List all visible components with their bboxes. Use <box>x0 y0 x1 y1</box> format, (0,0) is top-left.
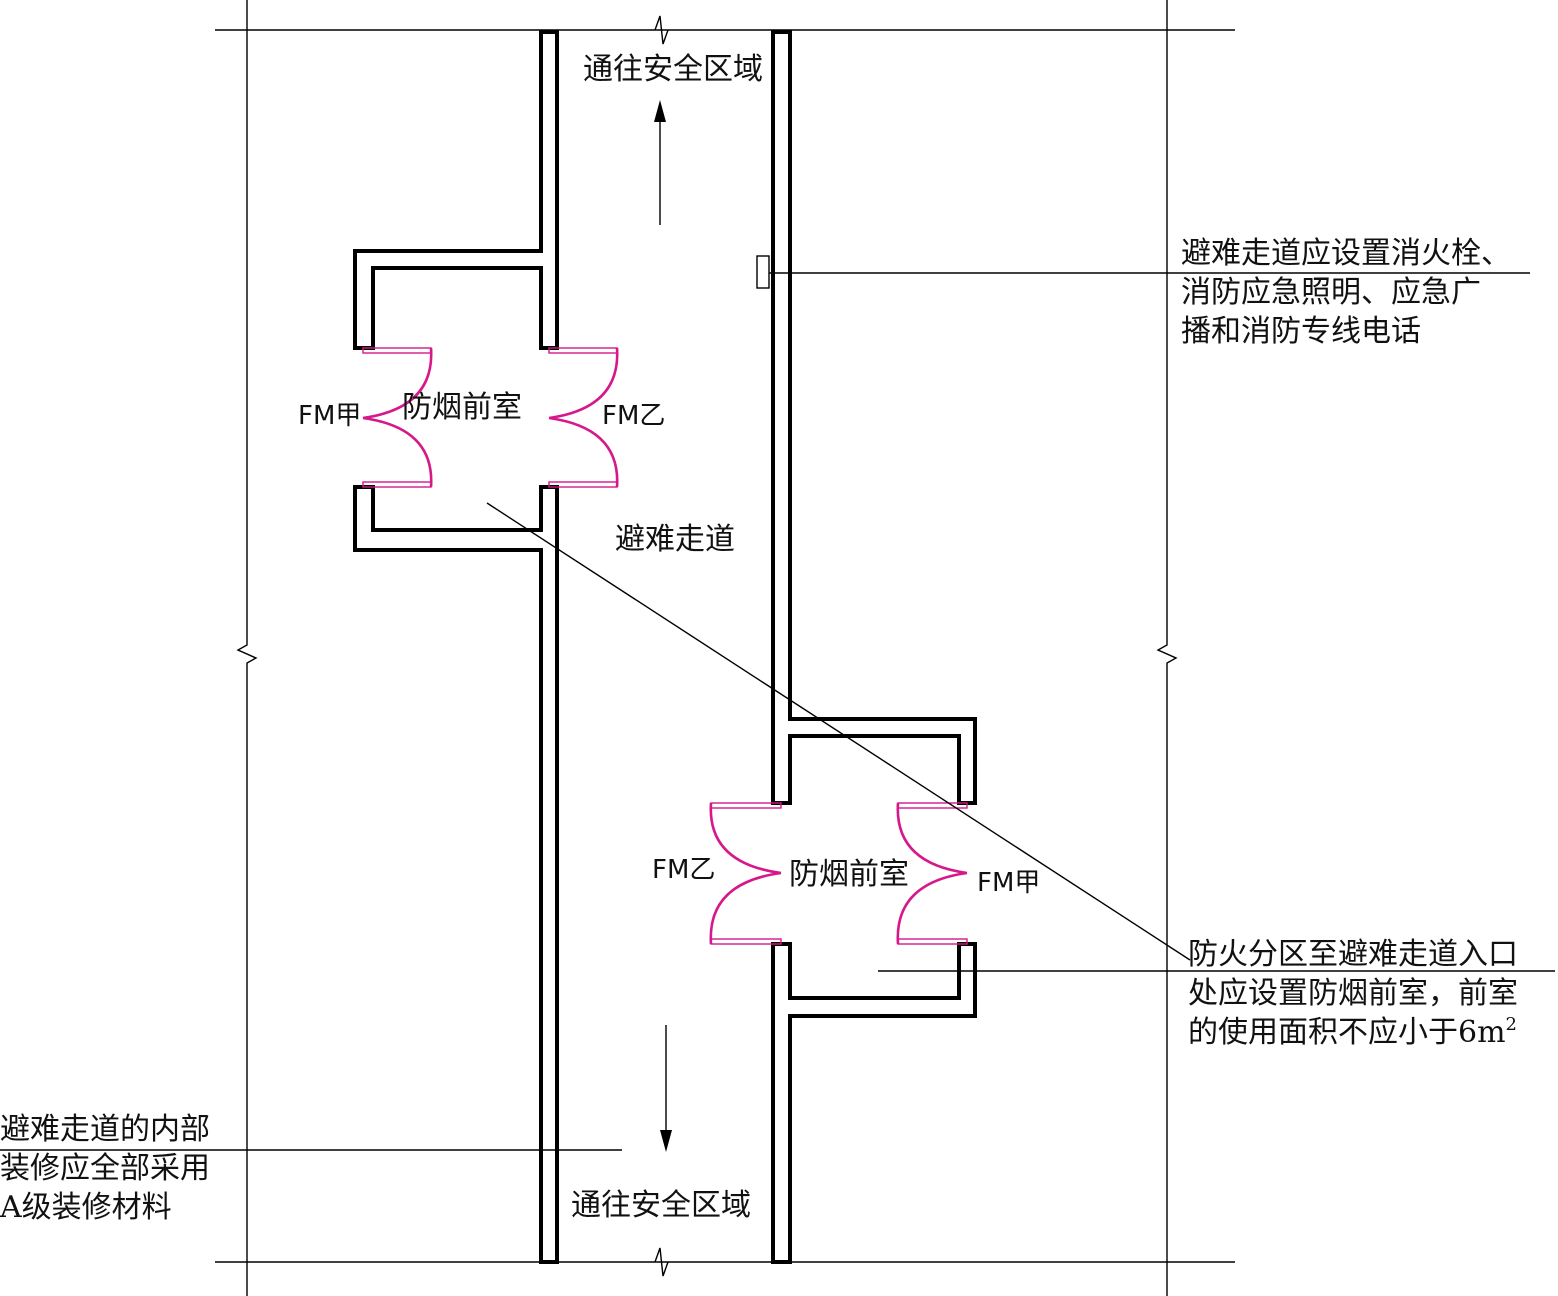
note-equipment-line-1: 避难走道应设置消火栓、 <box>1181 236 1511 271</box>
label-door-lower-right: FM甲 <box>977 868 1040 898</box>
leader-anteroom-diagonal <box>486 502 1191 961</box>
arrow-up-head <box>654 100 666 122</box>
note-anteroom-line-1: 防火分区至避难走道入口 <box>1188 937 1518 972</box>
bottom-break-mark <box>654 1247 669 1277</box>
note-equipment: 避难走道应设置消火栓、 消防应急照明、应急广 播和消防专线电话 <box>1181 236 1511 349</box>
note-finish-line-2: 装修应全部采用 <box>0 1151 210 1186</box>
note-equipment-line-2: 消防应急照明、应急广 <box>1181 275 1481 310</box>
right-break-line <box>1156 0 1178 1296</box>
label-door-upper-right: FM乙 <box>602 401 665 431</box>
label-safe-area-bottom: 通往安全区域 <box>571 1188 751 1223</box>
note-anteroom-line-3: 的使用面积不应小于6m2 <box>1188 1014 1517 1050</box>
doors <box>362 347 968 945</box>
left-break-line <box>236 0 258 1296</box>
label-safe-area-top: 通往安全区域 <box>583 52 763 87</box>
top-break-mark <box>654 15 669 45</box>
label-door-upper-left: FM甲 <box>298 401 361 431</box>
note-finish: 避难走道的内部 装修应全部采用 A级装修材料 <box>0 1112 210 1225</box>
label-door-lower-left: FM乙 <box>652 855 715 885</box>
arrow-down-head <box>660 1130 672 1152</box>
fire-hydrant-box <box>756 255 770 289</box>
door-lower-right <box>896 802 968 945</box>
direction-arrows <box>654 100 672 1152</box>
label-anteroom-upper: 防烟前室 <box>402 390 522 425</box>
note-anteroom-superscript: 2 <box>1506 1014 1517 1035</box>
left-wall <box>353 30 559 1264</box>
note-anteroom: 防火分区至避难走道入口 处应设置防烟前室，前室 的使用面积不应小于6m2 <box>1188 937 1518 1050</box>
label-anteroom-lower: 防烟前室 <box>789 857 909 892</box>
door-lower-left <box>709 802 782 945</box>
note-finish-line-3: A级装修材料 <box>0 1190 172 1225</box>
leader-lines <box>0 272 1555 1151</box>
note-anteroom-line-2: 处应设置防烟前室，前室 <box>1188 976 1518 1011</box>
door-upper-left <box>362 347 433 488</box>
note-finish-line-1: 避难走道的内部 <box>0 1112 210 1147</box>
note-equipment-line-3: 播和消防专线电话 <box>1181 314 1421 349</box>
door-upper-right <box>548 347 619 488</box>
note-anteroom-line-3-text: 的使用面积不应小于6m <box>1188 1015 1506 1050</box>
boundary-lines <box>215 0 1235 1296</box>
label-corridor: 避难走道 <box>615 522 735 557</box>
right-wall <box>771 30 977 1264</box>
